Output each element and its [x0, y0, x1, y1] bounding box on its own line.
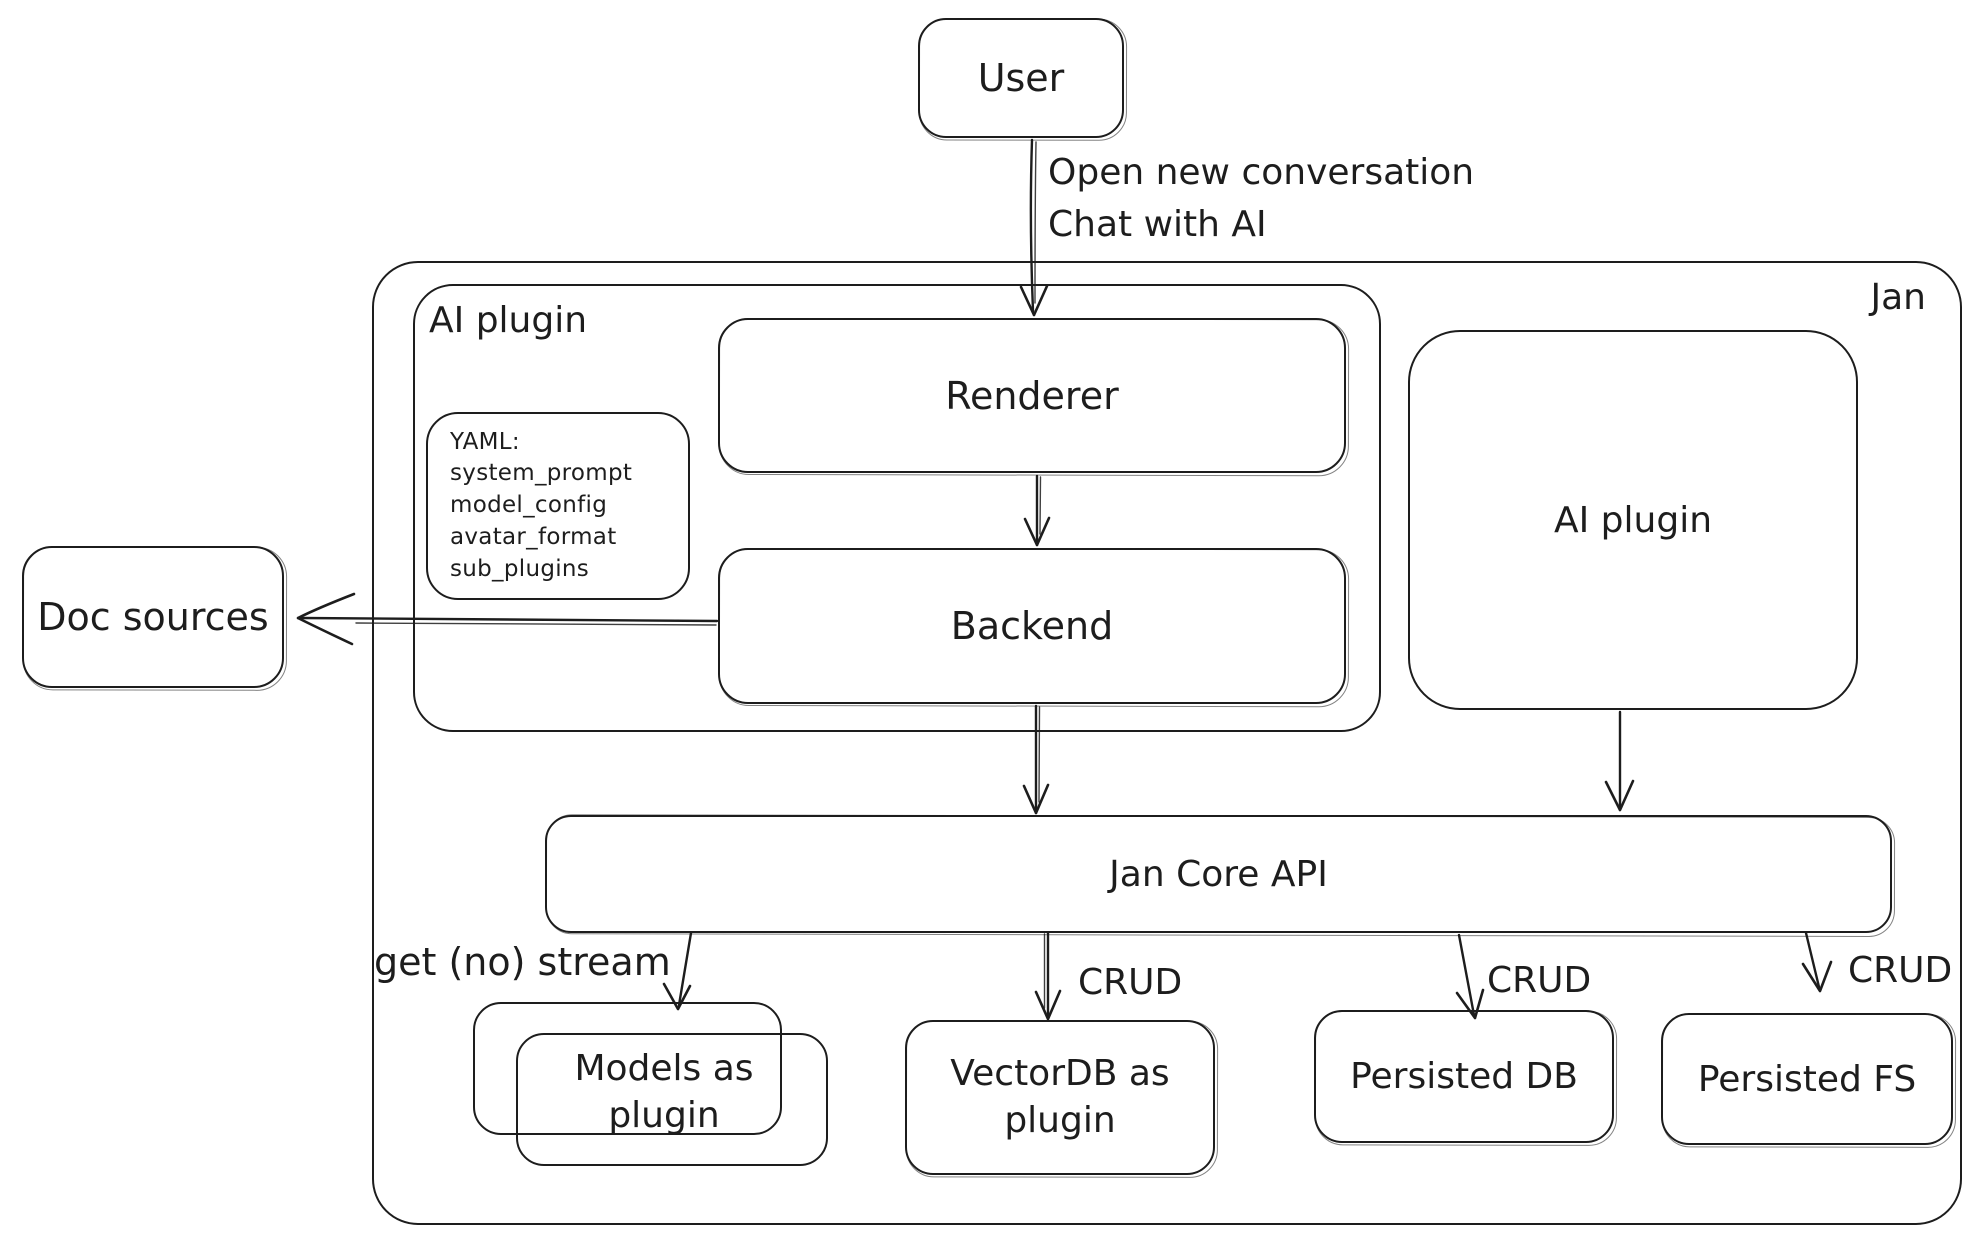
yaml-note-line: system_prompt	[450, 460, 633, 487]
persisted-db-node-label: Persisted DB	[1350, 1056, 1578, 1097]
jan-core-api-node: Jan Core API	[545, 815, 1892, 933]
ai-plugin-node: AI plugin	[1408, 330, 1858, 710]
backend-node: Backend	[718, 548, 1346, 704]
renderer-node: Renderer	[718, 318, 1346, 473]
persisted-fs-node: Persisted FS	[1661, 1013, 1953, 1145]
models-plugin-node-inner	[516, 1033, 828, 1166]
backend-node-label: Backend	[950, 604, 1114, 648]
yaml-note-line: model_config	[450, 492, 608, 519]
yaml-note: YAML: system_prompt model_config avatar_…	[426, 412, 690, 600]
models-plugin-label: Models as plugin	[574, 1048, 754, 1136]
doc-sources-node: Doc sources	[22, 546, 284, 688]
renderer-node-label: Renderer	[945, 373, 1119, 418]
jan-core-api-node-label: Jan Core API	[1109, 853, 1328, 895]
edge-label-chat-with-ai: Chat with AI	[1048, 204, 1267, 245]
ai-plugin-group: AI plugin	[413, 284, 1381, 732]
user-node-label: User	[977, 56, 1065, 100]
persisted-fs-node-label: Persisted FS	[1697, 1058, 1917, 1100]
ai-plugin-node-label: AI plugin	[1553, 499, 1713, 541]
jan-container: Jan	[372, 261, 1962, 1225]
models-plugin-node-outer	[473, 1002, 782, 1135]
edge-label-open-conversation: Open new conversation	[1048, 152, 1475, 193]
yaml-note-line: YAML:	[450, 428, 520, 455]
vectordb-node: VectorDB as plugin	[905, 1020, 1215, 1175]
edge-label-crud-vectordb: CRUD	[1078, 962, 1183, 1003]
yaml-note-line: sub_plugins	[450, 555, 590, 582]
persisted-db-node: Persisted DB	[1314, 1010, 1614, 1143]
yaml-note-line: avatar_format	[450, 523, 617, 550]
user-node: User	[918, 18, 1124, 138]
edge-label-crud-db: CRUD	[1487, 960, 1592, 1001]
vectordb-node-label: VectorDB as plugin	[950, 1052, 1170, 1141]
jan-container-label: Jan	[1870, 277, 1927, 318]
edge-label-get-no-stream: get (no) stream	[374, 940, 671, 984]
doc-sources-node-label: Doc sources	[37, 595, 269, 639]
ai-plugin-group-label: AI plugin	[429, 300, 588, 341]
edge-label-crud-fs: CRUD	[1848, 950, 1953, 991]
